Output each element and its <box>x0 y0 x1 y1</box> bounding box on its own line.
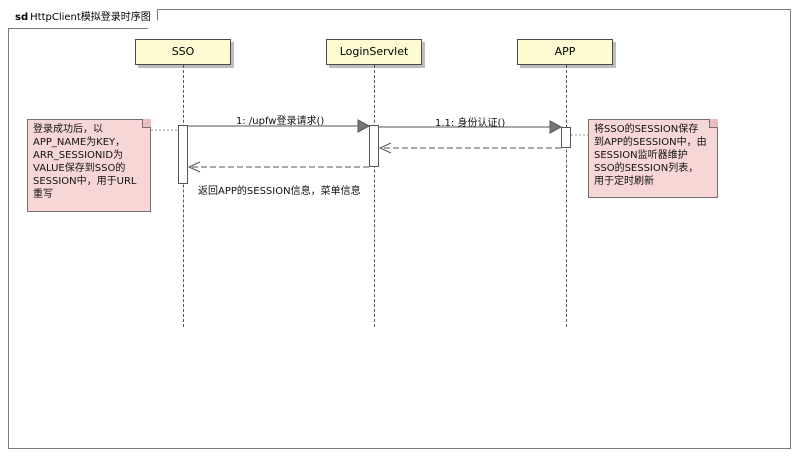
note-left-line: 重写 <box>33 189 53 200</box>
note-right-line: SESSION监听器维护 <box>594 150 688 161</box>
lifeline-app-label: APP <box>554 45 576 58</box>
note-right-line: SSO的SESSION列表， <box>594 163 699 174</box>
note-left-fold <box>142 119 151 128</box>
activation-app <box>561 127 571 148</box>
return-app-to-login-arrowhead <box>378 142 392 154</box>
frame-name: HttpClient模拟登录时序图 <box>30 12 151 23</box>
return-message-label[interactable]: 返回APP的SESSION信息，菜单信息 <box>198 186 361 197</box>
lifeline-loginservlet-line <box>374 65 375 327</box>
note-right-fold <box>709 119 718 128</box>
note-right-line: 到APP的SESSION中，由 <box>594 137 707 148</box>
frame-keyword: sd <box>15 12 29 23</box>
message-1-1-label[interactable]: 1.1: 身份认证() <box>435 118 506 129</box>
activation-sso <box>178 125 188 184</box>
lifeline-loginservlet-label: LoginServlet <box>339 45 409 58</box>
message-1-1-arrowhead <box>549 120 563 134</box>
note-left[interactable]: 登录成功后，以 APP_NAME为KEY， ARR_SESSIONID为 VAL… <box>27 119 151 212</box>
note-right-line: 用于定时刷新 <box>594 176 654 187</box>
note-left-line: 登录成功后，以 <box>33 124 103 135</box>
lifeline-loginservlet[interactable]: LoginServlet <box>326 39 422 65</box>
note-right[interactable]: 将SSO的SESSION保存 到APP的SESSION中，由 SESSION监听… <box>588 119 718 198</box>
lifeline-app-line <box>566 65 567 327</box>
message-1-label[interactable]: 1: /upfw登录请求() <box>236 116 325 127</box>
return-login-to-sso-arrowhead <box>187 161 201 173</box>
lifeline-sso-line <box>183 65 184 327</box>
lifeline-app[interactable]: APP <box>517 39 613 65</box>
lifeline-sso[interactable]: SSO <box>135 39 231 65</box>
activation-loginservlet <box>369 125 379 167</box>
lifeline-sso-label: SSO <box>171 45 195 58</box>
note-left-line: VALUE保存到SSO的 <box>33 163 126 174</box>
note-left-line: APP_NAME为KEY， <box>33 137 126 148</box>
message-1-arrowhead <box>357 119 371 133</box>
note-left-line: SESSION中，用于URL <box>33 176 137 187</box>
note-left-line: ARR_SESSIONID为 <box>33 150 124 161</box>
note-right-line: 将SSO的SESSION保存 <box>594 124 699 135</box>
diagram-frame <box>8 9 791 449</box>
